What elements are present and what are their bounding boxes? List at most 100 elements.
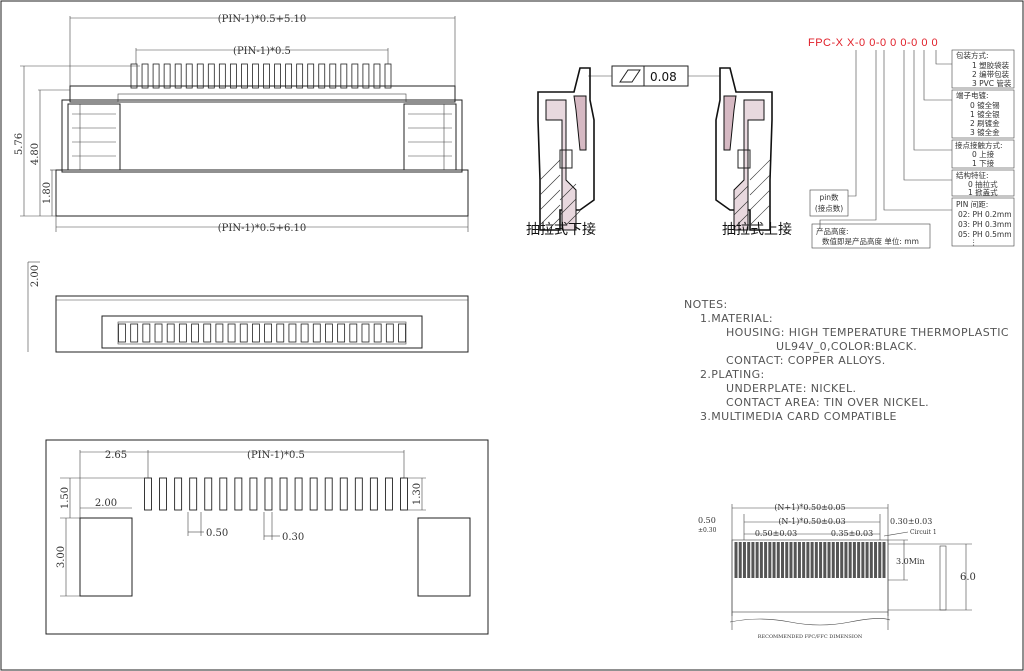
fpc-traces [734, 542, 886, 578]
plating-opt: 3 镀全金 [970, 127, 1000, 137]
front-pin [274, 63, 281, 89]
fpc-trace [755, 542, 759, 578]
fpc-trace [776, 542, 780, 578]
top-pin [130, 323, 139, 343]
fpc-trace [882, 542, 886, 578]
pcb-footprint: 2.65 (PIN-1)*0.5 1.30 1.50 2.00 3.00 0.5… [45, 439, 489, 635]
pitch-box [951, 197, 1015, 247]
height-label-1: 产品高度: [816, 226, 849, 236]
top-pin [264, 323, 272, 343]
fpc-trace [802, 542, 806, 578]
fpc-trace [848, 542, 852, 578]
footprint-pad [144, 477, 152, 511]
fpc-dim-pitch: (N-1)*0.50±0.03 [778, 517, 845, 526]
fpc-trace [878, 542, 882, 578]
dim-mount-width: 2.00 [95, 498, 117, 509]
footprint-pad [309, 477, 318, 511]
structure-opt: 1 掀盖式 [968, 187, 998, 197]
caption-left: 抽拉式下接 [526, 221, 596, 238]
footprint-pad [264, 477, 273, 511]
top-pin [288, 323, 297, 343]
notes-title: NOTES: [684, 298, 728, 311]
fpc-trace [738, 542, 742, 578]
section-right: 抽拉式上接 [715, 67, 792, 238]
flatness-value: 0.08 [650, 70, 677, 84]
footprint-pad [249, 477, 258, 511]
dim-footprint-pitch: (PIN-1)*0.5 [247, 450, 305, 461]
top-pin [385, 323, 394, 343]
dim-footprint-offset: 2.65 [105, 450, 127, 461]
contact-title: 接点接触方式: [955, 140, 1003, 150]
front-pin [307, 63, 315, 89]
top-view: 2.00 [27, 261, 469, 353]
front-pin [163, 63, 171, 89]
fpc-trace [751, 542, 755, 578]
flatness-symbol-icon [619, 69, 641, 83]
packing-opt: 1 塑胶袋装 [972, 60, 1010, 70]
fpc-bottom-note: RECOMMENDED FPC/FFC DIMENSION [758, 634, 863, 640]
note-line: UL94V_0,COLOR:BLACK. [776, 340, 917, 353]
top-pin [361, 323, 370, 343]
note-line: UNDERPLATE: NICKEL. [726, 382, 856, 395]
plating-opt: 0 镀全锡 [970, 100, 1000, 110]
front-pin [207, 63, 215, 89]
footprint-pads [144, 477, 408, 511]
part-number-code: FPC-X X-0 0-0 0 0-0 0 0 [808, 37, 938, 49]
fpc-trace [789, 542, 793, 578]
fpc-dim-width: 0.35±0.03 [831, 529, 873, 538]
part-number-legend: FPC-X X-0 0-0 0 0-0 0 0 包装方式: 1 塑胶袋装 2 编… [808, 37, 1015, 249]
fpc-dim-total: (N+1)*0.50±0.05 [774, 503, 845, 512]
top-pin [154, 323, 163, 343]
pitch-more: ⋮ [970, 238, 978, 247]
front-pin [174, 63, 182, 89]
footprint-pad [354, 477, 363, 511]
fpc-trace [823, 542, 827, 578]
front-pin [196, 63, 204, 89]
top-pin [142, 323, 151, 343]
top-view-pins [118, 323, 406, 343]
footprint-pad [234, 477, 243, 511]
fpc-dimension: (N+1)*0.50±0.05 (N-1)*0.50±0.03 0.50±0.0… [698, 503, 976, 640]
dim-bottom-total: (PIN-1)*0.5+6.10 [218, 223, 307, 234]
top-pin [191, 323, 199, 343]
dim-pin-width: 0.30 [282, 532, 304, 543]
contact-opt: 1 下接 [972, 158, 995, 168]
footprint-pad [159, 477, 168, 511]
front-pin [351, 63, 359, 89]
pitch-title: PIN 间距: [956, 200, 988, 209]
packing-opt: 3 PVC 管装 [972, 78, 1012, 88]
front-pin [152, 63, 160, 89]
top-pin [215, 323, 224, 343]
top-pin [300, 323, 309, 343]
fpc-trace [764, 542, 768, 578]
fpc-trace [814, 542, 818, 578]
top-pin [325, 323, 333, 343]
fpc-dim-min: 3.0Min [896, 557, 925, 566]
front-pin [185, 63, 193, 89]
mount-pad-left [79, 517, 133, 597]
pin-count-box [809, 189, 849, 217]
dim-top-pitch: (PIN-1)*0.5 [233, 46, 291, 57]
section-views: 0.08 抽拉式下接 [526, 65, 792, 238]
dim-pad-length: 1.30 [412, 483, 423, 505]
top-pin [337, 323, 346, 343]
dim-height-mid: 4.80 [30, 143, 41, 165]
pitch-opt: 03: PH 0.3mm [958, 220, 1012, 229]
footprint-pad [174, 477, 183, 511]
fpc-trace [747, 542, 751, 578]
front-pin [384, 63, 392, 89]
dim-height-base: 1.80 [42, 182, 53, 204]
plating-box [951, 89, 1015, 139]
structure-title: 结构特征: [956, 170, 989, 180]
plating-opt: 2 刷镀金 [970, 118, 1000, 128]
fpc-trace [810, 542, 814, 578]
fpc-trace [844, 542, 848, 578]
top-pin [252, 323, 260, 343]
dim-row-offset: 1.50 [60, 487, 71, 509]
fpc-trace [742, 542, 746, 578]
top-pin [349, 323, 358, 343]
front-pin [285, 63, 293, 89]
footprint-pad [400, 477, 408, 511]
fpc-circuit-label: Circuit 1 [910, 529, 937, 536]
front-pin [329, 63, 337, 89]
